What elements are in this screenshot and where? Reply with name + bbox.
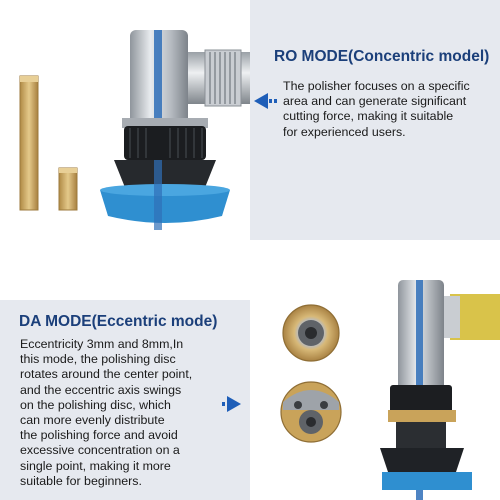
da-line: Eccentricity 3mm and 8mm,In	[20, 337, 184, 351]
da-line: excessive concentration on a	[20, 443, 180, 458]
da-line: on the polishing disc, which	[20, 397, 171, 412]
da-line: and the eccentric axis swings	[20, 382, 182, 397]
da-line: the polishing force and avoid	[20, 428, 178, 443]
eccentric-head-front-icon	[282, 304, 340, 362]
eccentric-head-side-icon	[280, 381, 342, 443]
polisher-tool-icon	[100, 30, 250, 230]
da-mode-panel: DA MODE(Eccentric mode) Eccentricity 3mm…	[0, 300, 250, 500]
polisher-da-illustration	[280, 280, 500, 500]
da-product-photo	[250, 250, 500, 500]
da-line: single point, making it more	[20, 458, 171, 473]
da-line: can more evenly distribute	[20, 413, 165, 428]
da-line: rotates around the center point,	[20, 367, 193, 382]
polisher-tool-icon	[380, 280, 500, 500]
da-mode-heading: DA MODE(Eccentric mode)	[19, 313, 218, 330]
ro-mode-panel: RO MODE(Concentric model) The polisher f…	[250, 0, 500, 240]
ro-line: The polisher focuses on a specific	[283, 79, 470, 93]
da-line: suitable for beginners.	[20, 473, 142, 488]
ro-line: cutting force, making it suitable	[283, 109, 454, 124]
pointer-arrow-right-icon	[221, 395, 243, 413]
ro-line: for experienced users.	[283, 124, 406, 139]
ro-mode-description: The polisher focuses on a specific area …	[283, 79, 470, 140]
polisher-ro-illustration	[19, 30, 250, 230]
hex-rod-long-icon	[19, 75, 39, 211]
da-mode-description: Eccentricity 3mm and 8mm,In this mode, t…	[20, 337, 192, 489]
da-line: this mode, the polishing disc	[20, 352, 176, 367]
ro-product-photo	[0, 0, 250, 240]
hex-rod-short-icon	[58, 167, 78, 211]
ro-line: area and can generate significant	[283, 94, 467, 109]
ro-mode-heading: RO MODE(Concentric model)	[274, 48, 490, 65]
pointer-arrow-left-icon	[252, 91, 280, 111]
